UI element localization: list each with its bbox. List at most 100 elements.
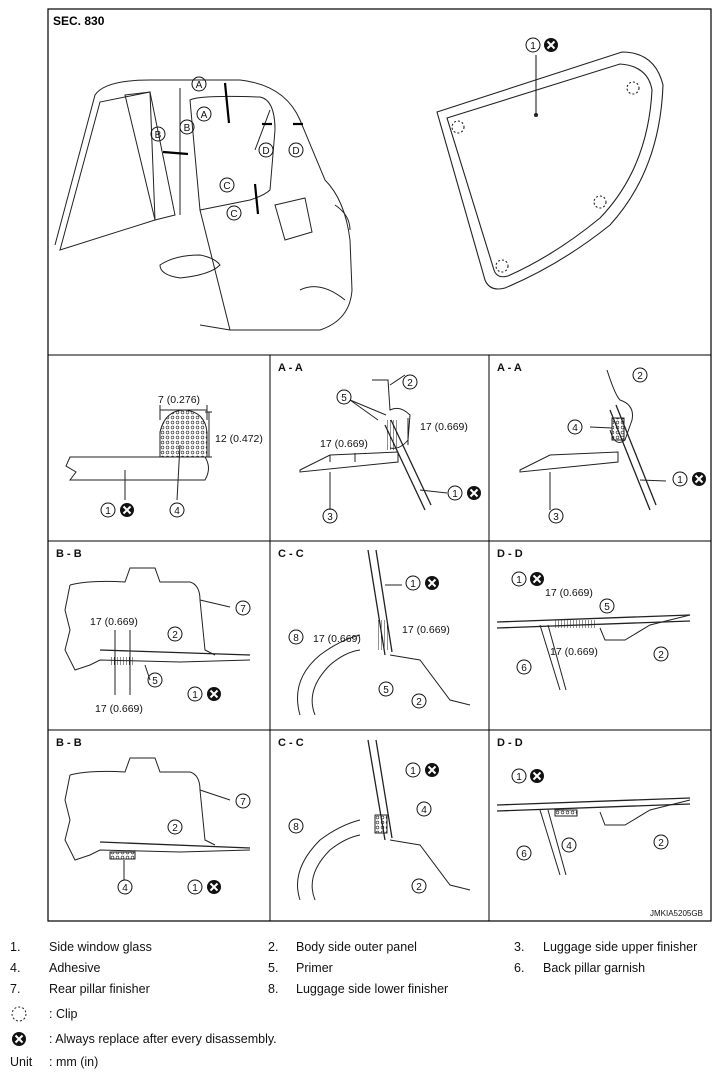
svg-text:B - B: B - B	[56, 737, 82, 749]
legend-text: Side window glass	[49, 940, 152, 954]
svg-text:A: A	[196, 80, 203, 91]
svg-text:8: 8	[293, 822, 299, 833]
svg-text:1: 1	[530, 41, 536, 52]
clip-legend: : Clip	[49, 1007, 78, 1021]
svg-text:2: 2	[658, 650, 664, 661]
section-cc-primer	[297, 549, 471, 716]
svg-text:5: 5	[152, 676, 158, 687]
legend-num: 8.	[268, 982, 279, 996]
svg-text:1: 1	[410, 579, 416, 590]
section-label: SEC. 830	[53, 14, 105, 28]
callouts: A A B B C C D D 1 1 4 2 5 3 1 2 4 3 1 7 …	[100, 37, 688, 895]
svg-text:B - B: B - B	[56, 548, 82, 560]
svg-text:7: 7	[240, 604, 246, 615]
legend-num: 1.	[10, 940, 21, 954]
d17-label: 17 (0.669)	[545, 587, 593, 599]
svg-text:7: 7	[240, 797, 246, 808]
d17-label: 17 (0.669)	[95, 703, 143, 715]
svg-text:A: A	[201, 110, 208, 121]
svg-text:C - C: C - C	[278, 548, 304, 560]
svg-text:1: 1	[105, 506, 111, 517]
svg-text:2: 2	[172, 823, 178, 834]
section-aa-primer	[299, 374, 448, 511]
svg-text:2: 2	[658, 838, 664, 849]
svg-text:1: 1	[516, 575, 522, 586]
svg-text:C - C: C - C	[278, 737, 304, 749]
svg-text:2: 2	[637, 371, 643, 382]
svg-text:1: 1	[516, 772, 522, 783]
d17-label: 17 (0.669)	[550, 646, 598, 658]
svg-text:D: D	[262, 146, 269, 157]
legend-num: 7.	[10, 982, 21, 996]
legend-num: 5.	[268, 961, 279, 975]
svg-text:C: C	[223, 181, 230, 192]
svg-text:3: 3	[553, 512, 559, 523]
section-bb-adhesive	[64, 757, 251, 880]
d17-label: 17 (0.669)	[402, 624, 450, 636]
svg-text:2: 2	[416, 882, 422, 893]
svg-text:A - A: A - A	[278, 362, 303, 374]
section-dd-primer	[496, 614, 691, 691]
svg-text:6: 6	[521, 849, 527, 860]
legend-num: 2.	[268, 940, 279, 954]
svg-text:B: B	[184, 123, 191, 134]
svg-text:6: 6	[521, 663, 527, 674]
adhesive-bead-section	[65, 405, 212, 501]
svg-text:D - D: D - D	[497, 548, 523, 560]
svg-text:1: 1	[192, 690, 198, 701]
legend-num: 6.	[514, 961, 525, 975]
svg-text:D - D: D - D	[497, 737, 523, 749]
svg-text:B: B	[155, 130, 162, 141]
svg-text:4: 4	[572, 423, 578, 434]
dimension-labels: 7 (0.276) 12 (0.472) 17 (0.669) 17 (0.66…	[90, 394, 703, 918]
svg-text:8: 8	[293, 633, 299, 644]
legend-num: 3.	[514, 940, 525, 954]
svg-text:4: 4	[122, 883, 128, 894]
legend-text: Luggage side lower finisher	[296, 982, 449, 996]
replace-icon	[12, 1032, 26, 1046]
svg-text:C: C	[230, 209, 237, 220]
section-bb-primer	[64, 567, 251, 695]
svg-text:1: 1	[452, 489, 458, 500]
legend-text: Adhesive	[49, 961, 101, 975]
svg-text:1: 1	[677, 475, 683, 486]
section-cc-adhesive	[297, 739, 471, 901]
svg-text:2: 2	[407, 378, 413, 389]
svg-text:2: 2	[172, 630, 178, 641]
svg-text:4: 4	[421, 805, 427, 816]
drawing-code: JMKIA5205GB	[650, 909, 703, 918]
legend-text: Back pillar garnish	[543, 961, 646, 975]
diagram-figure: SEC. 830	[47, 8, 712, 922]
svg-text:3: 3	[327, 512, 333, 523]
legend-num: 4.	[10, 961, 21, 975]
height-dim: 12 (0.472)	[215, 433, 263, 445]
section-aa-adhesive	[519, 369, 667, 511]
d17-label: 17 (0.669)	[420, 421, 468, 433]
d17-label: 17 (0.669)	[320, 438, 368, 450]
svg-text:2: 2	[416, 697, 422, 708]
unit-value: : mm (in)	[49, 1055, 99, 1069]
vehicle-side-view	[54, 79, 353, 331]
svg-text:1: 1	[410, 766, 416, 777]
section-titles: A - A A - A B - B C - C D - D B - B C - …	[56, 362, 523, 749]
legend-text: Primer	[296, 961, 333, 975]
figure-border	[47, 8, 712, 922]
svg-text:A - A: A - A	[497, 362, 522, 374]
svg-text:4: 4	[174, 506, 180, 517]
section-dd-adhesive	[496, 797, 691, 876]
section-markers	[162, 82, 303, 215]
d17-label: 17 (0.669)	[313, 633, 361, 645]
svg-text:1: 1	[192, 883, 198, 894]
d17-label: 17 (0.669)	[90, 616, 138, 628]
width-dim: 7 (0.276)	[158, 394, 200, 406]
svg-text:D: D	[292, 146, 299, 157]
unit-label: Unit	[10, 1055, 33, 1069]
side-window-glass-view	[436, 51, 664, 290]
svg-text:5: 5	[383, 685, 389, 696]
legend-text: Rear pillar finisher	[49, 982, 150, 996]
legend-text: Body side outer panel	[296, 940, 417, 954]
svg-text:5: 5	[604, 602, 610, 613]
svg-text:5: 5	[341, 393, 347, 404]
replace-legend: : Always replace after every disassembly…	[49, 1032, 277, 1046]
svg-text:4: 4	[566, 841, 572, 852]
